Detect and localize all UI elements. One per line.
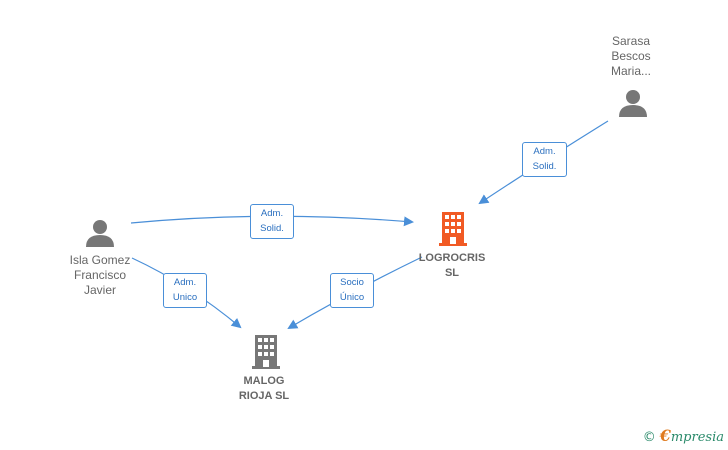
node-label-malog[interactable]: MALOG RIOJA SL (238, 375, 290, 402)
edge-label-isla-logrocris: Adm. Solid. (250, 204, 294, 239)
empresia-logo: ©€mpresia (643, 426, 724, 445)
person-icon[interactable] (619, 90, 647, 117)
edge-label-line: Socio (340, 277, 364, 288)
edge-label-logrocris-malog: Socio Único (330, 273, 374, 308)
edge-label-line: Adm. (533, 146, 556, 157)
edge-label-sarasa-logrocris: Adm. Solid. (522, 142, 567, 177)
edge-label-line: Adm. (173, 277, 197, 288)
edge-label-line: Solid. (260, 223, 284, 234)
brand-initial: € (659, 426, 671, 445)
building-icon[interactable] (252, 335, 280, 369)
node-label-logrocris[interactable]: LOGROCRIS SL (418, 252, 486, 279)
edge-label-line: Único (339, 292, 365, 303)
building-icon[interactable] (439, 212, 467, 246)
node-label-isla[interactable]: Isla Gomez Francisco Javier (69, 253, 131, 297)
copyright-icon: © (642, 430, 656, 445)
edge-label-line: Unico (172, 292, 198, 303)
edge-label-isla-malog: Adm. Unico (163, 273, 207, 308)
node-label-sarasa[interactable]: Sarasa Bescos Maria... (610, 34, 651, 78)
brand-name: mpresia (670, 430, 724, 445)
edge-label-line: Adm. (260, 208, 284, 219)
person-icon[interactable] (86, 220, 114, 247)
edge-label-line: Solid. (532, 161, 557, 172)
